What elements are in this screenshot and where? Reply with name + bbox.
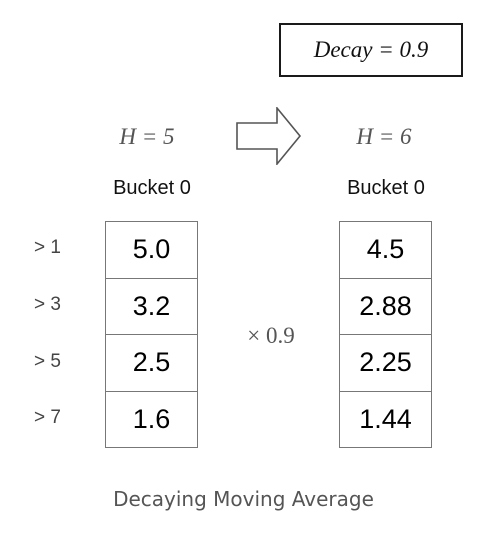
- row-label: > 3: [34, 294, 61, 315]
- bucket-after: 4.5 2.88 2.25 1.44: [339, 221, 432, 448]
- bucket-title-before: Bucket 0: [113, 177, 191, 199]
- multiplier-label: × 0.9: [247, 323, 295, 348]
- bucket-cell: 5.0: [132, 234, 171, 265]
- bucket-before: 5.0 3.2 2.5 1.6: [105, 221, 198, 448]
- bucket-cell: 1.6: [106, 390, 197, 448]
- bucket-title-after: Bucket 0: [347, 177, 425, 199]
- bucket-cell: 2.5: [106, 334, 197, 391]
- bucket-cell: 2.25: [340, 334, 431, 391]
- h-label-before: H = 5: [119, 124, 175, 149]
- decay-label: Decay = 0.9: [313, 37, 429, 62]
- decay-label-box: Decay = 0.9: [279, 23, 463, 77]
- bucket-cell: 1.44: [340, 390, 431, 448]
- right-arrow-icon: [236, 107, 302, 165]
- h-label-after: H = 6: [356, 124, 412, 149]
- bucket-cell: 4.5: [366, 234, 405, 265]
- row-label: > 1: [34, 237, 61, 258]
- row-label: > 5: [34, 351, 61, 372]
- row-label: > 7: [34, 407, 61, 428]
- bucket-cell: 2.88: [340, 277, 431, 335]
- diagram-caption: Decaying Moving Average: [113, 487, 374, 511]
- bucket-cell: 3.2: [106, 277, 197, 335]
